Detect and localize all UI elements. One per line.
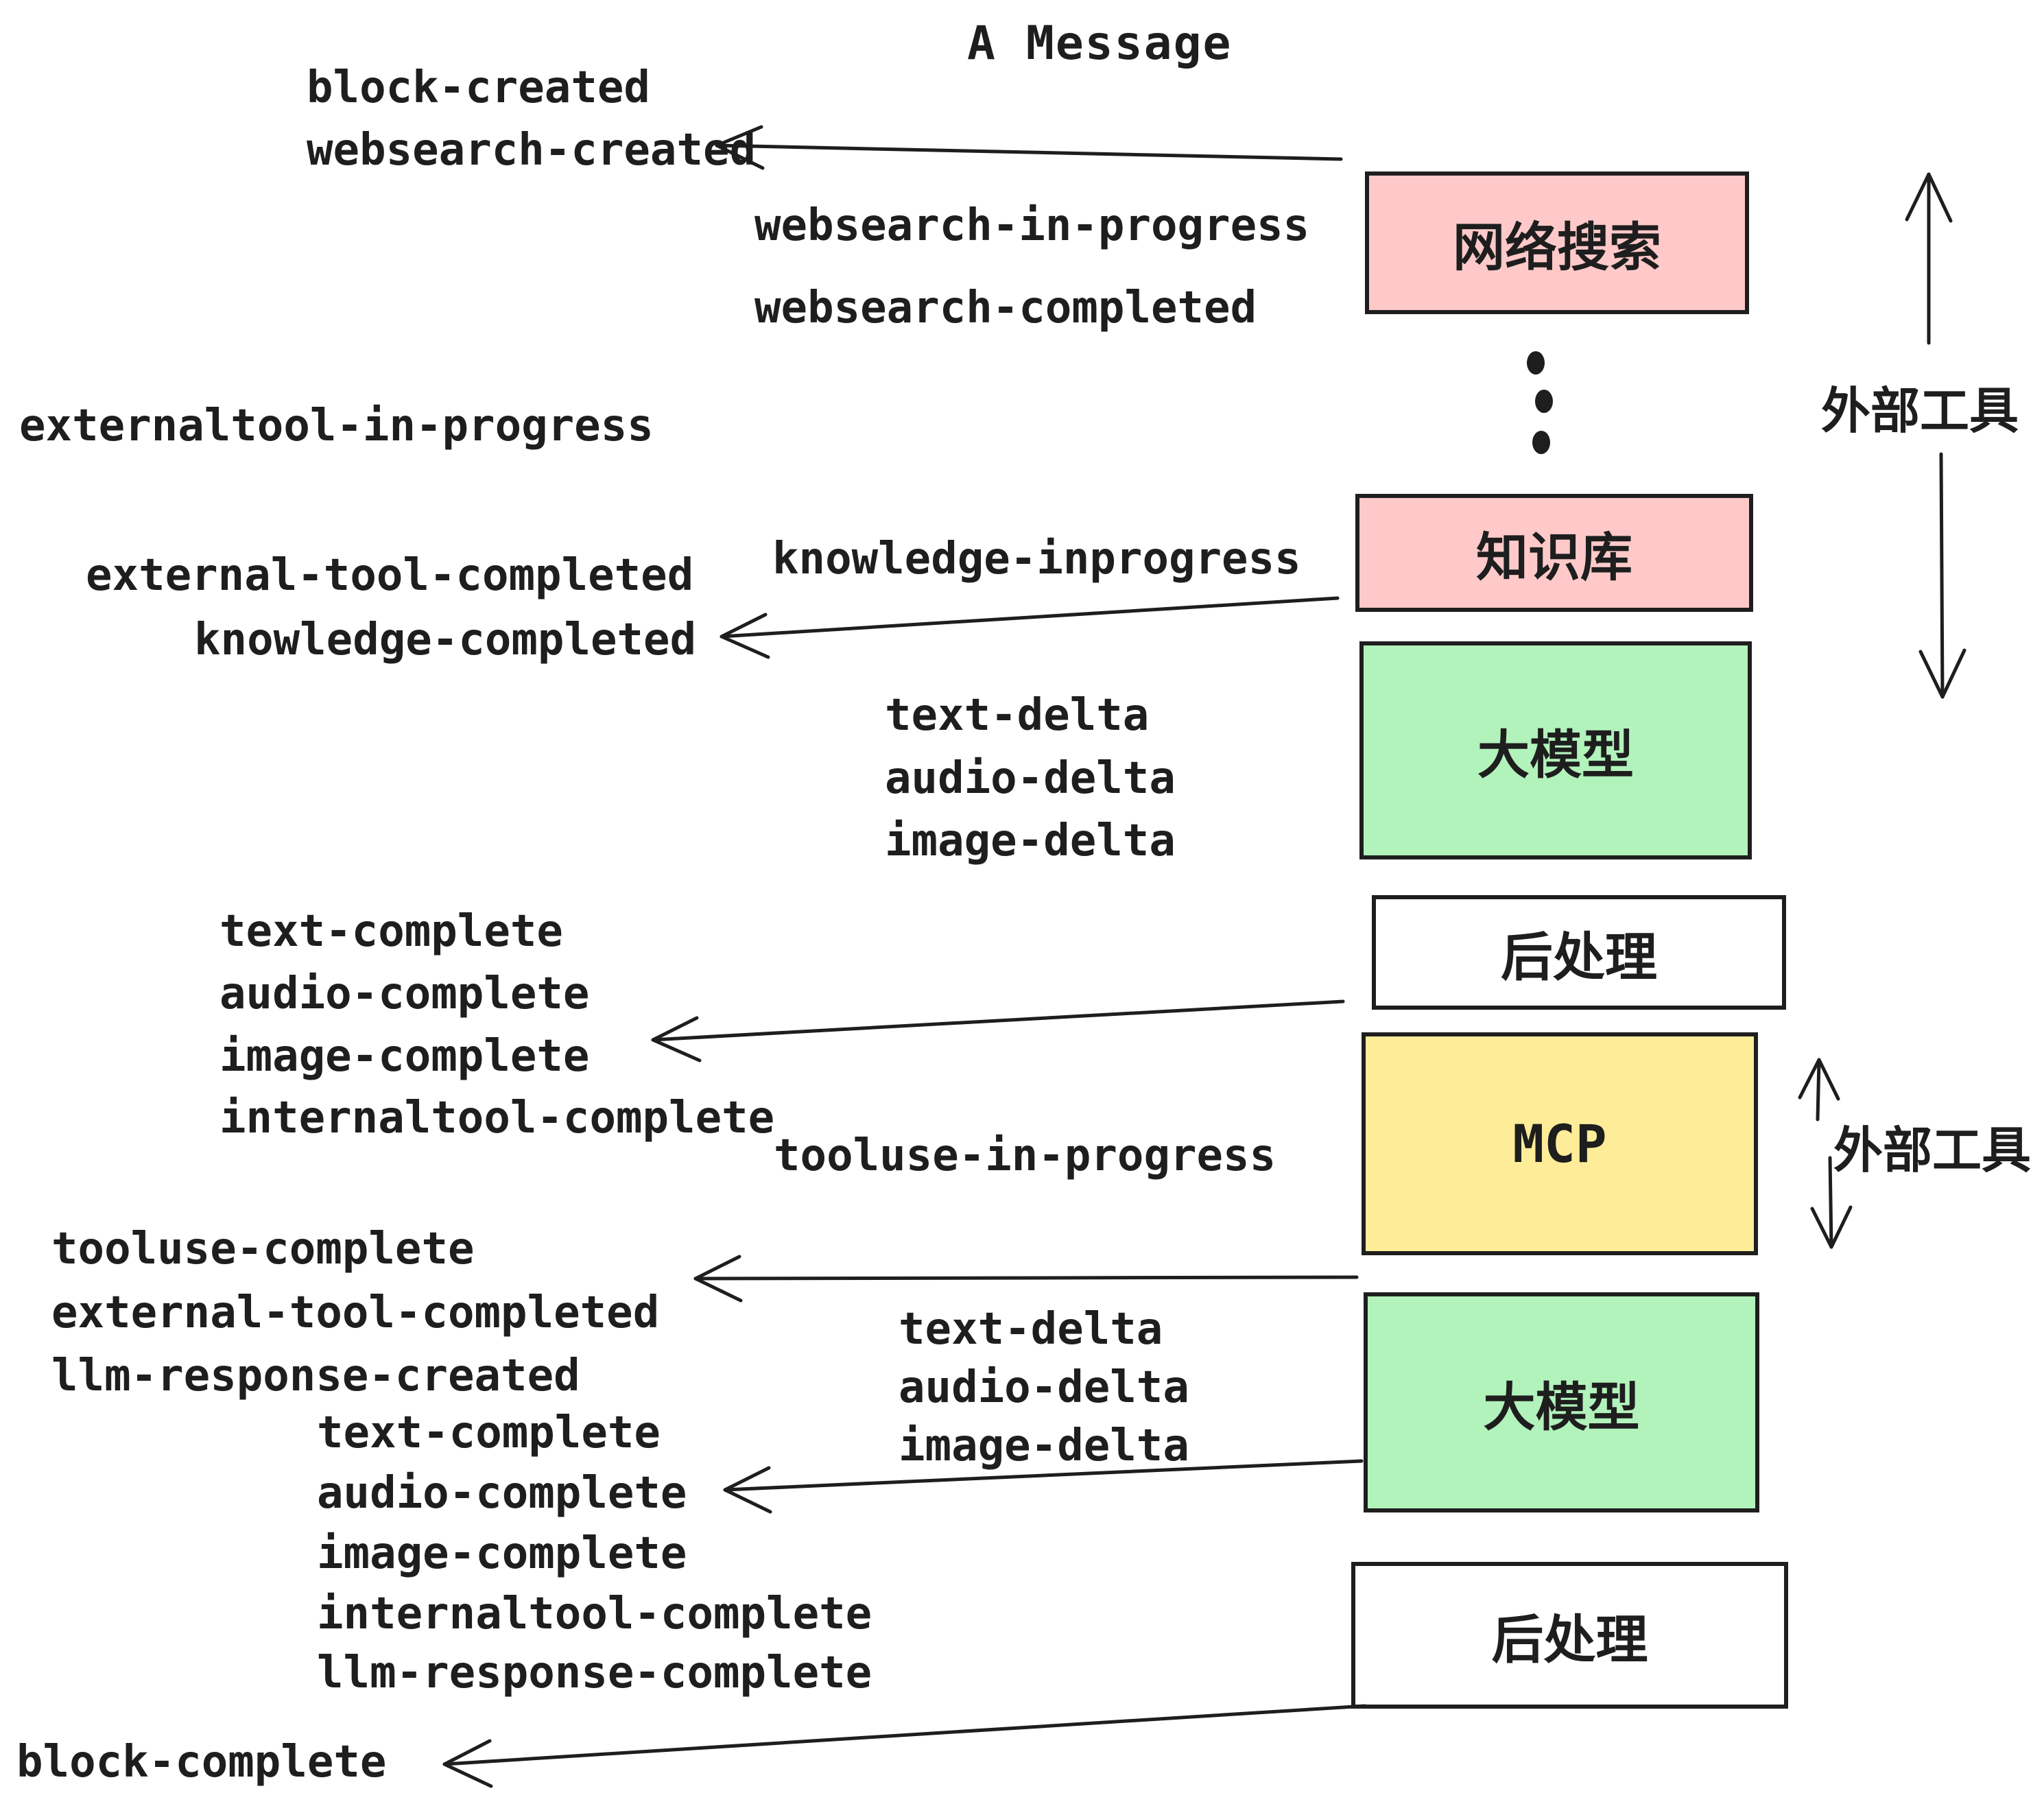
external-tools-up-arrow-mcp (1798, 1058, 1840, 1121)
external-tools-label-top: 外部工具 (1821, 382, 2019, 440)
event-label-audio-complete: audio-complete (219, 969, 590, 1019)
external-tools-up-arrow-top (1905, 172, 1953, 345)
event-label-text-delta-2: text-delta (899, 1304, 1163, 1355)
arrow-to-block-complete (442, 1704, 1367, 1788)
event-label-block-created: block-created (307, 62, 650, 113)
box-postprocess-2: 后处理 (1351, 1562, 1788, 1709)
event-label-block-complete: block-complete (16, 1737, 387, 1788)
event-label-external-tool-completed: external-tool-completed (86, 550, 694, 601)
event-label-audio-complete-2: audio-complete (317, 1468, 687, 1519)
arrow-to-block-created (715, 125, 1343, 170)
event-label-websearch-created: websearch-created (307, 125, 757, 176)
event-label-text-delta: text-delta (885, 690, 1150, 741)
ellipsis-dot-2 (1535, 390, 1553, 413)
arrow-to-knowledge-completed (720, 596, 1340, 659)
external-tools-down-arrow-top (1918, 452, 1966, 699)
event-label-audio-delta: audio-delta (885, 753, 1176, 804)
arrow-to-image-complete (651, 999, 1345, 1063)
event-label-websearch-completed: websearch-completed (754, 283, 1257, 333)
event-label-internaltool-complete-2: internaltool-complete (317, 1589, 872, 1639)
ellipsis-dot-1 (1527, 351, 1545, 375)
event-label-websearch-in-progress: websearch-in-progress (754, 200, 1310, 251)
event-label-llm-response-created: llm-response-created (51, 1351, 580, 1401)
event-label-text-complete: text-complete (219, 906, 563, 957)
event-label-image-complete-2: image-complete (317, 1528, 687, 1579)
external-tools-label-mcp: 外部工具 (1833, 1121, 2032, 1179)
event-label-external-tool-completed-2: external-tool-completed (51, 1287, 660, 1338)
event-label-text-complete-2: text-complete (317, 1408, 661, 1458)
box-llm: 大模型 (1359, 641, 1752, 859)
box-postprocess: 后处理 (1372, 895, 1786, 1010)
event-label-tooluse-complete: tooluse-complete (51, 1224, 475, 1274)
box-knowledge: 知识库 (1355, 494, 1753, 612)
event-label-image-delta: image-delta (885, 816, 1176, 866)
arrow-to-tooluse-complete (693, 1255, 1359, 1303)
box-mcp: MCP (1362, 1032, 1758, 1255)
event-label-knowledge-inprogress: knowledge-inprogress (772, 534, 1301, 584)
event-label-internaltool-complete: internaltool-complete (219, 1093, 775, 1143)
event-label-image-complete: image-complete (219, 1031, 590, 1082)
event-label-tooluse-in-progress: tooluse-in-progress (774, 1130, 1276, 1181)
event-label-audio-delta-2: audio-delta (899, 1362, 1189, 1413)
event-label-externaltool-in-progress: externaltool-in-progress (19, 401, 654, 451)
event-label-llm-response-complete: llm-response-complete (317, 1648, 872, 1698)
diagram-title: A Message (967, 16, 1233, 71)
event-label-knowledge-completed: knowledge-completed (194, 615, 697, 665)
box-llm-2: 大模型 (1364, 1292, 1759, 1512)
ellipsis-dot-3 (1532, 431, 1550, 454)
event-label-image-delta-2: image-delta (899, 1421, 1189, 1471)
box-websearch: 网络搜索 (1365, 171, 1749, 314)
